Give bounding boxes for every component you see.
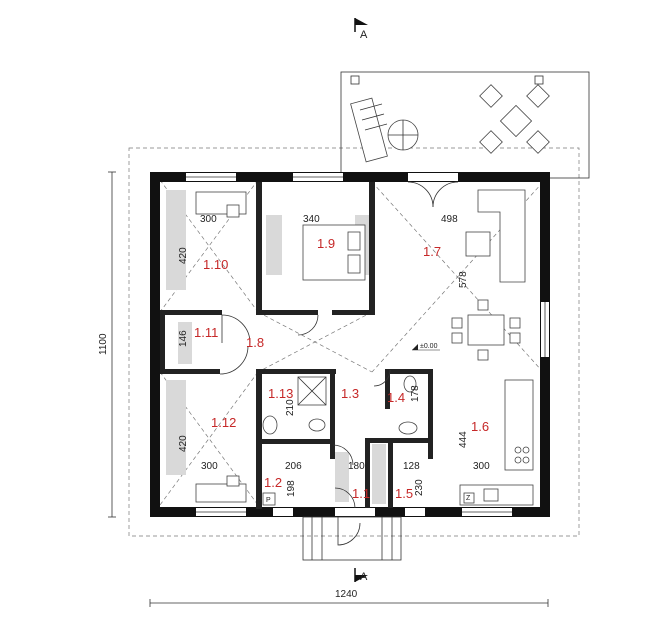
svg-text:A: A: [360, 29, 368, 41]
terrace-post: [534, 75, 544, 85]
dimension-label: 180: [348, 461, 365, 472]
entry-steps: [302, 516, 402, 561]
boiler-icon: [262, 492, 475, 506]
room-label: 1.6: [471, 419, 489, 434]
room-label: 1.4: [387, 390, 405, 405]
wardrobes: [166, 190, 386, 504]
section-marker-bottom: A: [354, 568, 368, 583]
dimension-label: 300: [200, 214, 217, 225]
dimension-label: 578: [458, 271, 469, 288]
dining-table-icon: [451, 299, 521, 361]
dimension-label: 128: [403, 461, 420, 472]
kitchen-counter-icon: [459, 379, 534, 506]
section-marker-top: A: [354, 18, 368, 41]
room-label: 1.8: [246, 335, 264, 350]
room-label: 1.1: [352, 486, 370, 501]
overall-height-dimension: 1100: [98, 171, 116, 518]
umbrella-icon: [387, 119, 419, 151]
dimension-label: 300: [201, 461, 218, 472]
room-label: 1.3: [341, 386, 359, 401]
dimension-label: 444: [458, 431, 469, 448]
room-label: 1.11: [194, 325, 218, 340]
level-mark: ±0.00: [412, 343, 440, 351]
svg-text:1240: 1240: [335, 589, 358, 600]
overall-width-dimension: 1240: [149, 589, 549, 607]
windows: [186, 173, 549, 516]
door-swings: [219, 181, 459, 509]
dimension-label: 300: [473, 461, 490, 472]
room-label: 1.2: [264, 475, 282, 490]
room-label: 1.10: [203, 257, 228, 272]
room-label: 1.9: [317, 236, 335, 251]
terrace-post: [350, 75, 360, 85]
dimension-label: 340: [303, 214, 320, 225]
interior-walls: [160, 182, 433, 509]
dimension-label: 198: [286, 480, 297, 497]
outdoor-table-set-icon: [479, 84, 550, 154]
dimension-label: 210: [285, 399, 296, 416]
boiler-symbol: P: [266, 497, 271, 504]
room-label: 1.5: [395, 486, 413, 501]
desk-icon: [195, 191, 247, 503]
dimension-label: 420: [178, 435, 189, 452]
roof-outline: [128, 147, 580, 537]
room-label: 1.7: [423, 244, 441, 259]
svg-text:±0.00: ±0.00: [420, 343, 438, 350]
room-label: 1.12: [211, 415, 236, 430]
room-label: 1.13: [268, 386, 293, 401]
toilet-icon: [262, 375, 418, 435]
dimension-label: 420: [178, 247, 189, 264]
dimension-label: 206: [285, 461, 302, 472]
sofa-icon: [465, 189, 526, 283]
dimension-label: 230: [414, 479, 425, 496]
dimension-label: 498: [441, 214, 458, 225]
svg-text:A: A: [360, 571, 368, 583]
fridge-symbol: Z: [466, 495, 471, 502]
dimension-label: 146: [178, 330, 189, 347]
sun-lounger-icon: [350, 97, 388, 163]
bed-icon: [302, 224, 366, 281]
shower-icon: [297, 376, 327, 406]
dimension-label: 178: [410, 385, 421, 402]
svg-text:1100: 1100: [98, 333, 109, 355]
